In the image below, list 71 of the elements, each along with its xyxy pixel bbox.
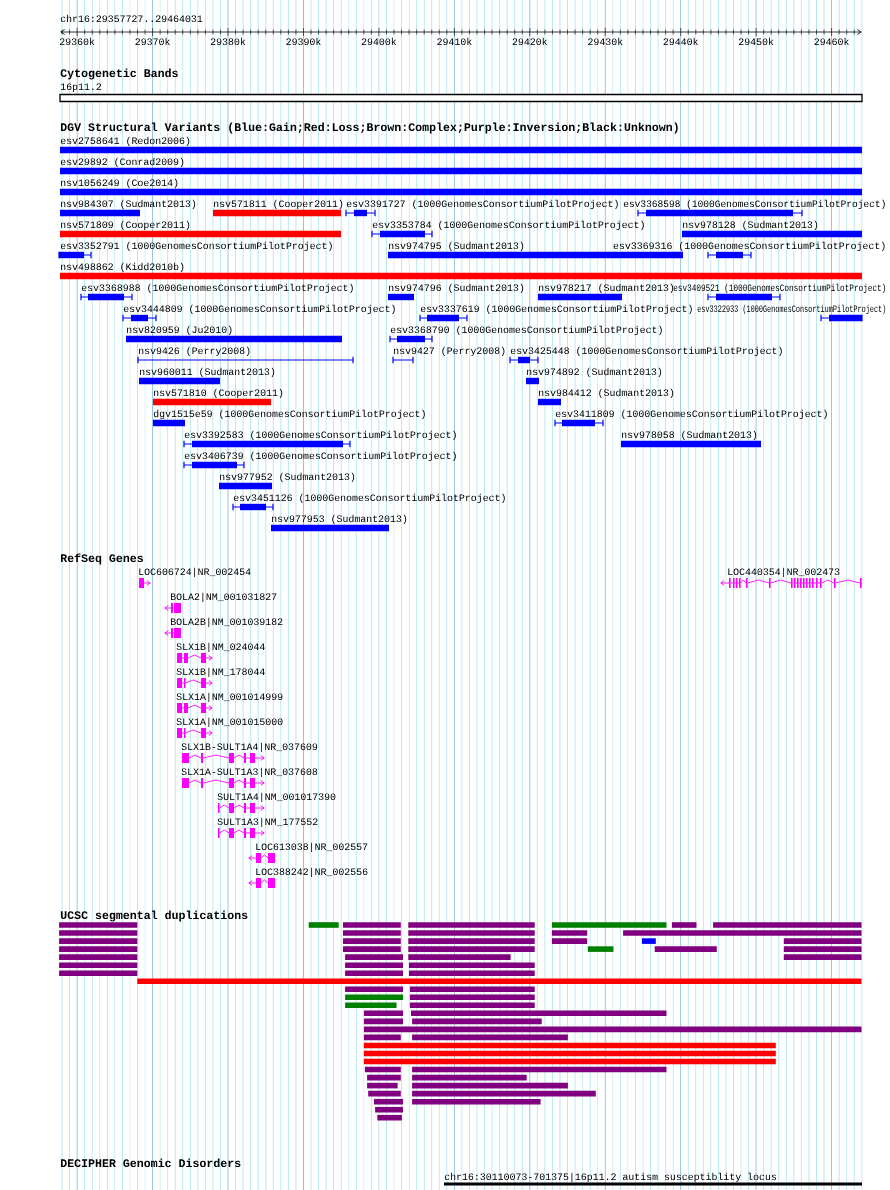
variant-label: esv3369316 (1000GenomesConsortiumPilotProject) (613, 241, 885, 252)
variant-label: esv3322933 (1000GenomesConsortiumPilotProject) (697, 304, 886, 315)
variant-label: esv3337619 (1000GenomesConsortiumPilotProject) (420, 304, 692, 315)
track-heading: DECIPHER Genomic Disorders (60, 1158, 241, 1168)
gene-label: SLX1B|NM_024044 (176, 642, 265, 653)
tick-label: 29440k (663, 37, 698, 46)
variant-label: esv3352791 (1000GenomesConsortiumPilotProject) (60, 241, 332, 252)
variant-label: nsv984412 (Sudmant2013) (539, 388, 674, 399)
track-heading: UCSC segmental duplications (60, 910, 248, 922)
variant-label: nsv974892 (Sudmant2013) (527, 367, 662, 378)
position-label: chr16:29357727..29464031 (60, 14, 203, 23)
tick-label: 29420k (512, 37, 548, 46)
band-label: 16p11.2 (60, 83, 102, 93)
variant-label: nsv984307 (Sudmant2013) (61, 199, 196, 210)
gene-label: BOLA2|NM_001031827 (171, 592, 277, 603)
gene-label: SULT1A3|NM_177552 (217, 817, 318, 828)
variant-label: nsv571809 (Cooper2011) (61, 220, 190, 231)
gene-label: SLX1B-SULT1A4|NR_037609 (181, 742, 318, 753)
gene-label: BOLA2B|NM_001039182 (171, 617, 283, 628)
gene-label: LOC606724|NR_002454 (139, 567, 251, 578)
variant-label: esv3368790 (1000GenomesConsortiumPilotProject) (390, 325, 662, 336)
gene-label: LOC440354|NR_002473 (728, 567, 840, 578)
tick-label: 29390k (286, 37, 321, 46)
gene-label: SLX1B|NM_178044 (176, 667, 265, 678)
tick-label: 29380k (210, 37, 246, 46)
variant-label: nsv977953 (Sudmant2013) (272, 514, 407, 525)
variant-label: esv3409521 (1000GenomesConsortiumPilotProject) (673, 283, 886, 294)
tick-label: 29460k (814, 37, 849, 46)
variant-label: nsv978128 (Sudmant2013) (683, 220, 818, 231)
variant-label: nsv9427 (Perry2008) (394, 346, 505, 357)
gene-label: SLX1A|NM_001014999 (176, 692, 283, 703)
variant-label: nsv820959 (Ju2010) (127, 325, 232, 336)
variant-label: nsv974795 (Sudmant2013) (389, 241, 524, 252)
tick-label: 29400k (361, 37, 397, 46)
variant-label: dgv1515e59 (1000GenomesConsortiumPilotProject) (153, 409, 425, 420)
variant-label: esv3392583 (1000GenomesConsortiumPilotProject) (184, 430, 456, 441)
variant-label: esv3368598 (1000GenomesConsortiumPilotProject) (623, 199, 885, 210)
track-heading: Cytogenetic Bands (60, 68, 178, 80)
gene-label: LOC613038|NR_002557 (256, 842, 368, 853)
variant-label: nsv978217 (Sudmant2013) (539, 283, 674, 294)
variant-label: nsv960011 (Sudmant2013) (140, 367, 275, 378)
tick-label: 29450k (738, 37, 774, 46)
gene-label: LOC388242|NR_002556 (256, 867, 368, 878)
variant-label: esv3391727 (1000GenomesConsortiumPilotProject) (346, 199, 618, 210)
variant-label: esv3353784 (1000GenomesConsortiumPilotProject) (372, 220, 644, 231)
variant-label: esv3411809 (1000GenomesConsortiumPilotProject) (555, 409, 827, 420)
gene-label: SLX1A-SULT1A3|NR_037608 (181, 767, 318, 778)
variant-label: esv3444809 (1000GenomesConsortiumPilotProject) (123, 304, 395, 315)
variant-label: nsv978058 (Sudmant2013) (622, 430, 757, 441)
variant-label: nsv9426 (Perry2008) (139, 346, 250, 357)
tick-label: 29370k (135, 37, 170, 46)
variant-label: nsv571811 (Cooper2011) (214, 199, 343, 210)
variant-label: esv3425448 (1000GenomesConsortiumPilotProject) (510, 346, 782, 357)
tick-label: 29360k (59, 37, 95, 46)
tick-label: 29430k (588, 37, 623, 46)
tick-label: 29410k (437, 37, 472, 46)
track-heading: DGV Structural Variants (Blue:Gain;Red:Loss;Brown:Complex;Purple:Inversion;Black:Unknown) (60, 122, 678, 134)
disorder-label: chr16:30110073-701375|16p11.2 autism susceptiblity locus (444, 1172, 776, 1183)
variant-label: nsv974796 (Sudmant2013) (389, 283, 524, 294)
variant-label: esv3368988 (1000GenomesConsortiumPilotProject) (81, 283, 353, 294)
variant-label: esv3451126 (1000GenomesConsortiumPilotProject) (233, 493, 505, 504)
variant-label: esv2758641 (Redon2006) (60, 136, 190, 147)
gene-label: SULT1A4|NM_001017390 (217, 792, 336, 803)
gene-label: SLX1A|NM_001015000 (176, 717, 283, 728)
variant-label: nsv498862 (Kidd2010b) (61, 262, 184, 273)
track-heading: RefSeq Genes (61, 553, 143, 565)
variant-label: nsv977952 (Sudmant2013) (220, 472, 355, 483)
variant-label: esv29892 (Conrad2009) (60, 157, 184, 168)
variant-label: esv3406739 (1000GenomesConsortiumPilotProject) (184, 451, 456, 462)
variant-label: nsv571810 (Cooper2011) (154, 388, 283, 399)
variant-label: nsv1056249 (Coe2014) (61, 178, 178, 189)
